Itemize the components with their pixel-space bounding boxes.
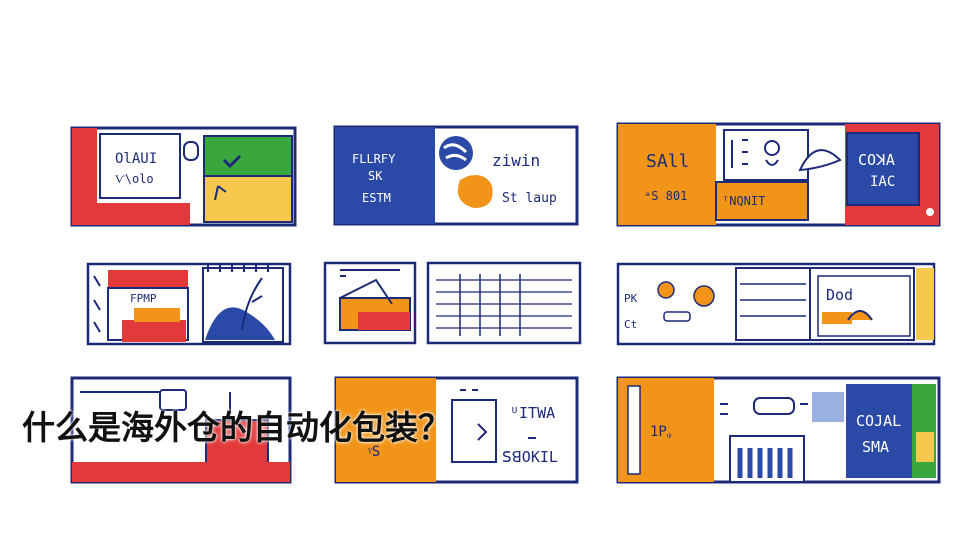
scribble-c3-3: COꓘA <box>858 151 895 169</box>
scribble-c2-1: SK <box>368 169 383 183</box>
scribble-c4-0: FPMP <box>130 292 157 305</box>
scribble-c3-2: ᵀNQNIT <box>722 194 765 208</box>
card-bottom-left <box>70 376 292 484</box>
scribble-c6-0: Dod <box>826 286 853 304</box>
scribble-c8-1: ꓢꓭOKIL <box>502 448 558 466</box>
scribble-c2-3: ziwin <box>492 151 540 170</box>
scribble-c2-0: FLLRFY <box>352 152 396 166</box>
headline: 什么是海外仓的自动化包装？ <box>22 408 451 447</box>
scribble-c8-0: ᵁITWA <box>510 404 555 422</box>
card-top-left: OlAUI Ѵ\olo <box>70 126 297 227</box>
scribble-c9-1: SMA <box>862 438 889 456</box>
scribble-c1-0: OlAUI <box>115 151 157 167</box>
scribble-c6-2: Ct <box>624 318 637 331</box>
card-middle-left: FPMP <box>86 262 292 346</box>
card-top-middle: FLLRFY SK ESTM ziwin St laup <box>333 125 579 226</box>
scribble-c1-1: Ѵ\olo <box>115 172 154 186</box>
card-top-right: SAll ᵊS 801 ᵀNQNIT COꓘA IAC <box>616 122 941 227</box>
scribble-c8-2: ᵞS <box>368 444 380 460</box>
card-bottom-center: ᵁITWA ꓢꓭOKIL ᵞS <box>334 376 579 484</box>
scribble-c3-1: ᵊS 801 <box>644 189 687 203</box>
scribble-c9-2: 1Pᵩ <box>650 424 672 440</box>
card-middle-right: Dod PK Ct <box>616 262 936 346</box>
scribble-c2-2: ESTM <box>362 191 391 205</box>
scribble-c9-0: COJAL <box>856 412 901 430</box>
card-bottom-right: COJAL SMA 1Pᵩ <box>616 376 941 484</box>
scribble-c3-4: IAC <box>870 174 895 190</box>
scribble-c3-0: SAll <box>646 151 689 172</box>
scribble-c2-4: St laup <box>502 191 557 206</box>
scribble-c6-1: PK <box>624 292 638 305</box>
card-middle-center <box>323 261 582 345</box>
